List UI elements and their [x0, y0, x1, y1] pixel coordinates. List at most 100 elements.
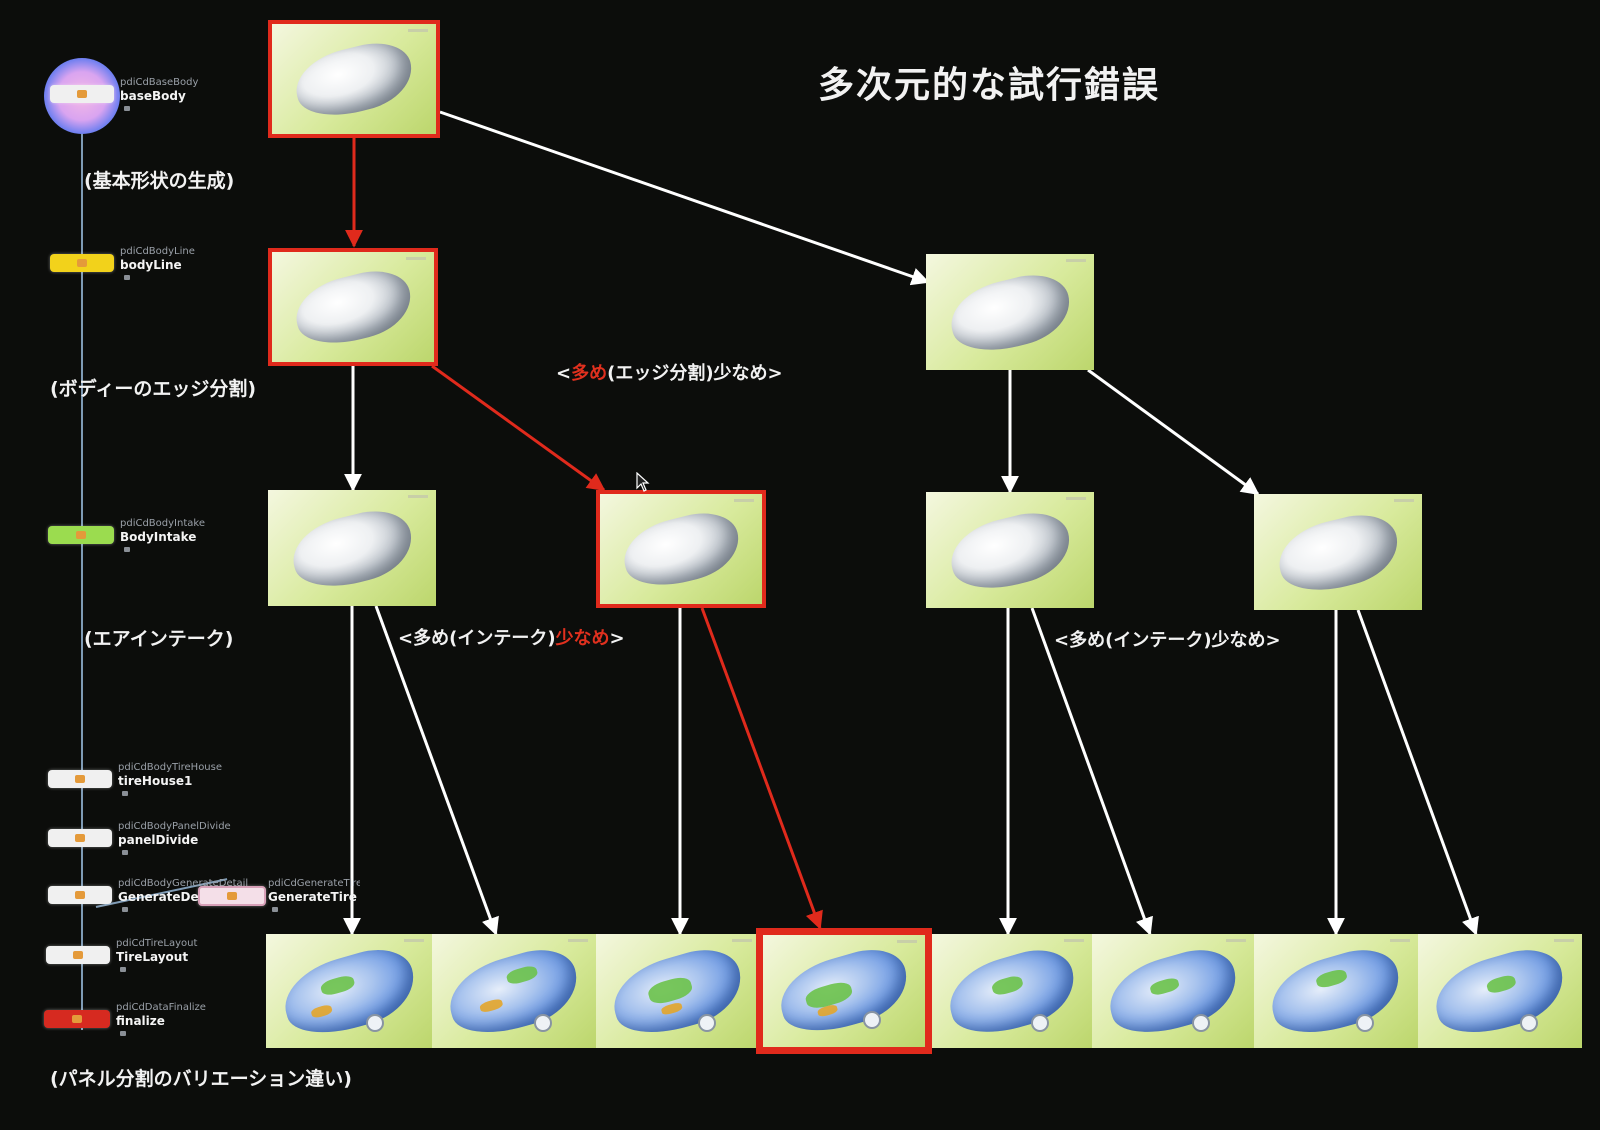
preview-edge-few[interactable]: [926, 254, 1094, 370]
node-label-bodyline: bodyLine: [120, 258, 182, 272]
panel-patch: [505, 963, 540, 987]
annotation-intake-left: <多め(インテーク)少なめ>: [398, 624, 625, 650]
annotation-topic: (エッジ分割): [607, 363, 714, 384]
lock-icon: [122, 791, 128, 796]
preview-panel-1[interactable]: [266, 934, 432, 1048]
mouse-cursor-icon: [636, 472, 650, 492]
node-basebody[interactable]: [50, 85, 114, 103]
body-model: [1271, 505, 1405, 601]
node-icon: [75, 891, 85, 899]
body-model: [943, 265, 1077, 361]
node-wire-main: [81, 100, 83, 1030]
thumb-toolbar: [1226, 939, 1246, 942]
thumb-toolbar: [568, 939, 588, 942]
arrow-edge-right-to-intake-4: [1087, 368, 1260, 496]
slide-title: 多次元的な試行錯誤: [818, 65, 1161, 106]
wheel: [863, 1011, 882, 1030]
panel-patch: [479, 997, 505, 1014]
preview-base-body[interactable]: [268, 20, 440, 138]
stage-label-intake: (エアインテーク): [84, 628, 234, 650]
thumb-toolbar: [734, 499, 754, 502]
thumb-toolbar: [408, 495, 428, 498]
node-icon: [77, 90, 87, 98]
preview-panel-2[interactable]: [432, 934, 596, 1048]
thumb-toolbar: [732, 939, 752, 942]
thumb-toolbar: [897, 940, 917, 943]
node-type-bodyline: pdiCdBodyLine: [120, 246, 195, 257]
lock-icon: [120, 1031, 126, 1036]
preview-intake-2[interactable]: [596, 490, 766, 608]
bracket-close: >: [609, 628, 625, 649]
preview-intake-3[interactable]: [926, 492, 1094, 608]
car-model: [605, 940, 751, 1045]
lock-icon: [124, 547, 130, 552]
arrow-intake-2-to-leaf-4: [700, 607, 823, 930]
preview-panel-8[interactable]: [1418, 934, 1582, 1048]
wheel: [1355, 1013, 1374, 1032]
bracket-open: <: [1054, 630, 1070, 651]
panel-patch: [660, 1001, 684, 1016]
body-model: [288, 34, 419, 126]
lock-icon: [124, 275, 130, 280]
node-bodyintake[interactable]: [48, 526, 114, 544]
wheel: [697, 1013, 716, 1032]
node-icon: [76, 531, 86, 539]
node-generatetire[interactable]: [198, 886, 266, 906]
node-tirehouse[interactable]: [48, 770, 112, 788]
bracket-open: <: [556, 363, 572, 384]
node-generatedetail[interactable]: [48, 886, 112, 904]
node-type-tirelayout: pdiCdTireLayout: [116, 938, 198, 949]
lock-icon: [124, 106, 130, 111]
wheel: [533, 1013, 552, 1032]
car-model: [772, 940, 916, 1044]
panel-patch: [1314, 967, 1350, 990]
car-model: [940, 940, 1084, 1044]
node-icon: [75, 775, 85, 783]
preview-panel-6[interactable]: [1092, 934, 1254, 1048]
preview-edge-many[interactable]: [268, 248, 438, 366]
annotation-few: 少なめ: [713, 363, 768, 384]
thumb-toolbar: [408, 29, 428, 32]
body-model: [943, 503, 1077, 599]
car-model: [441, 940, 587, 1045]
node-label-bodyintake: BodyIntake: [120, 530, 197, 544]
preview-panel-3[interactable]: [596, 934, 760, 1048]
node-label-paneldivide: panelDivide: [118, 833, 199, 847]
stage-label-panel: (パネル分割のバリエーション違い): [50, 1068, 352, 1090]
thumb-toolbar: [406, 257, 426, 260]
arrow-base-to-edge-right: [439, 110, 930, 286]
node-label-tirelayout: TireLayout: [116, 950, 189, 964]
preview-intake-1[interactable]: [268, 490, 436, 606]
stage-label-base: (基本形状の生成): [84, 170, 235, 192]
node-bodyline[interactable]: [50, 254, 114, 272]
node-paneldivide[interactable]: [48, 829, 112, 847]
preview-panel-7[interactable]: [1254, 934, 1418, 1048]
node-type-finalize: pdiCdDataFinalize: [116, 1002, 206, 1013]
annotation-many: 多め: [571, 363, 608, 384]
node-icon: [72, 1015, 82, 1023]
node-tirelayout[interactable]: [46, 946, 110, 964]
thumb-toolbar: [1066, 259, 1086, 262]
car-model: [1263, 940, 1409, 1045]
annotation-intake-right: <多め(インテーク)少なめ>: [1054, 626, 1281, 652]
lock-icon: [272, 907, 278, 912]
node-finalize[interactable]: [44, 1010, 110, 1028]
node-type-generatetire: pdiCdGenerateTire: [268, 878, 360, 889]
annotation-many: 多め: [413, 628, 450, 649]
preview-panel-4-selected[interactable]: [756, 928, 932, 1054]
car-model: [275, 939, 423, 1045]
node-type-generatedetail: pdiCdBodyGenerateDetail: [118, 878, 249, 889]
panel-patch: [990, 973, 1025, 998]
lock-icon: [122, 907, 128, 912]
bracket-close: >: [767, 363, 783, 384]
preview-intake-4[interactable]: [1254, 494, 1422, 610]
preview-panel-5[interactable]: [932, 934, 1092, 1048]
annotation-topic: (インテーク): [449, 628, 556, 649]
thumb-toolbar: [1066, 497, 1086, 500]
stage-label-edge: (ボディーのエッジ分割): [50, 378, 257, 400]
node-icon: [227, 892, 237, 900]
wheel: [1192, 1013, 1211, 1032]
wheel: [365, 1013, 384, 1032]
panel-patch: [646, 974, 696, 1007]
